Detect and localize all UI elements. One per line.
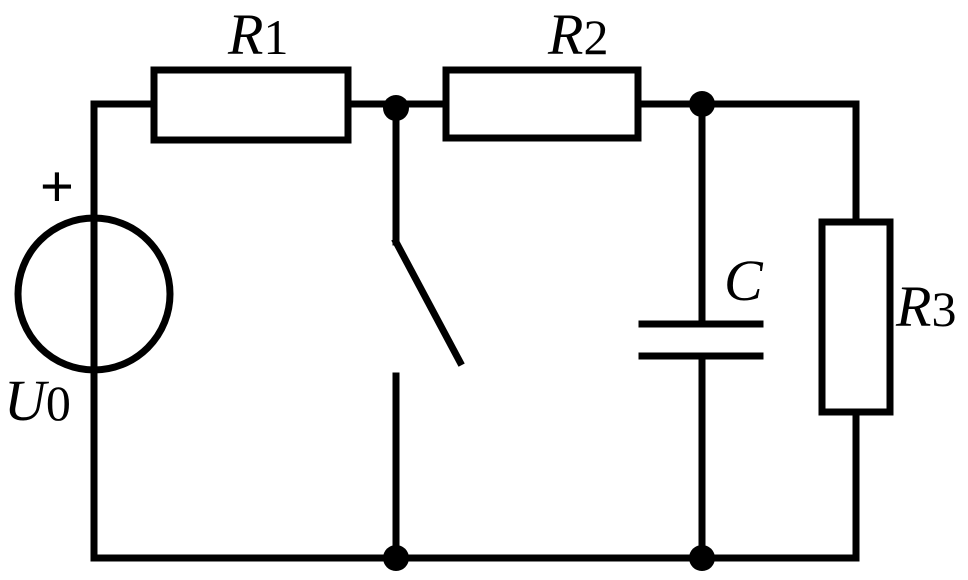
label-r3-letter: R <box>895 274 931 339</box>
junction-node-bottom-left <box>383 545 409 571</box>
junction-node-top-right <box>689 91 715 117</box>
wires <box>90 100 860 562</box>
label-r1: R1 <box>227 2 288 67</box>
label-r1-letter: R <box>227 2 263 67</box>
switch-blade <box>391 237 465 367</box>
resistor-r2 <box>442 66 642 142</box>
label-r3-index: 3 <box>931 281 956 337</box>
junction-node-top-left <box>383 95 409 121</box>
label-capacitor: C <box>724 248 764 313</box>
label-source: U0 <box>4 368 71 433</box>
label-source-letter: U <box>4 368 50 433</box>
voltage-source <box>14 214 174 374</box>
resistor-r3 <box>818 218 894 416</box>
source-polarity-plus: + <box>40 154 74 219</box>
label-source-index: 0 <box>46 375 71 431</box>
label-r1-index: 1 <box>263 9 288 65</box>
voltage-source-circle <box>14 214 174 374</box>
label-r2: R2 <box>547 2 608 67</box>
resistor-r1 <box>150 66 352 144</box>
label-r2-index: 2 <box>583 9 608 65</box>
label-r3: R3 <box>895 274 956 339</box>
label-r2-letter: R <box>547 2 583 67</box>
junction-node-bottom-right <box>689 545 715 571</box>
